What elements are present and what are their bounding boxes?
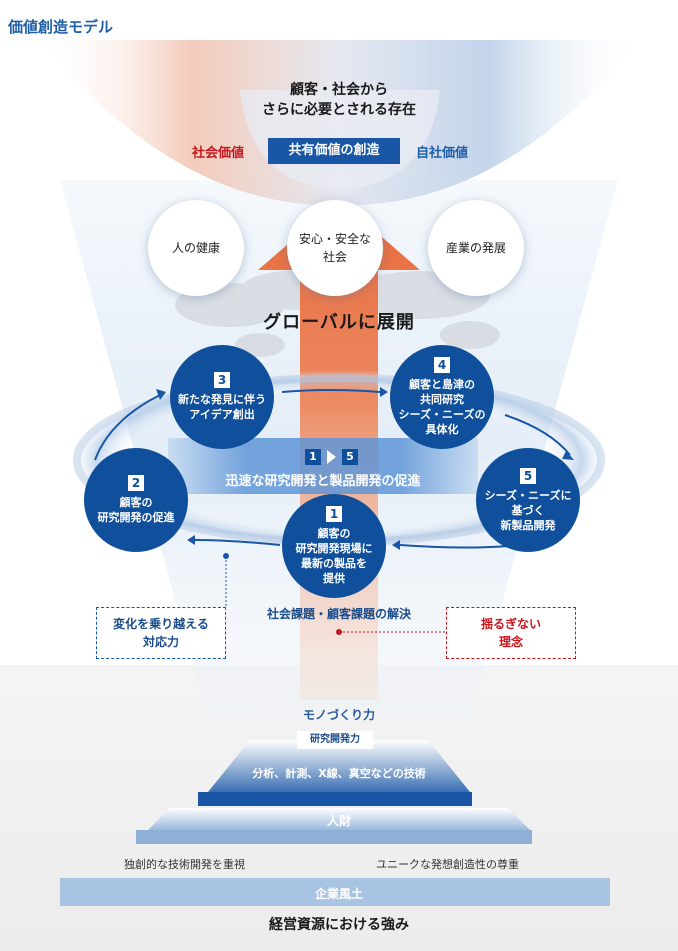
step-text: 共同研究 [420, 393, 464, 406]
step-3-circle: 3 新たな発見に伴う アイデア創出 [170, 345, 274, 449]
step-text: シーズ・ニーズに [484, 488, 572, 502]
step-text: アイデア創出 [189, 408, 255, 421]
research-label: 研究開発力 [297, 731, 373, 749]
solution-heading: 社会課題・顧客課題の解決 [266, 607, 411, 621]
philosophy-box: 揺るぎない理念 [446, 607, 576, 659]
step-5-circle: 5 シーズ・ニーズに 基づく 新製品開発 [476, 448, 580, 552]
manufacturing-label: モノづくり力 [302, 708, 375, 722]
value-circle-safety: 安心・安全な社会 [287, 200, 383, 296]
band-text: 迅速な研究開発と製品開発の促進 [225, 474, 421, 489]
step-4-circle: 4 顧客と島津の 共同研究 シーズ・ニーズの 具体化 [390, 345, 494, 449]
step-text: 顧客と島津の [409, 378, 475, 391]
own-value-label: 自社価値 [416, 146, 469, 161]
technology-label: 分析、計測、X線、真空などの技術 [252, 767, 426, 780]
shared-value-badge: 共有価値の創造 [268, 138, 400, 164]
bottom-heading: 経営資源における強み [269, 917, 409, 933]
step-text: 最新の製品を [301, 557, 367, 570]
step-text: 顧客の [317, 527, 351, 540]
step-number: 2 [128, 475, 144, 491]
culture-left-text: 独創的な技術開発を重視 [124, 858, 245, 871]
value-label: 人の健康 [171, 241, 220, 255]
step-number: 4 [434, 357, 450, 373]
step-number: 3 [214, 372, 230, 388]
box-text: 揺るぎない [480, 617, 541, 631]
culture-right-text: ユニークな発想創造性の尊重 [376, 858, 519, 871]
step-text: 研究開発の促進 [97, 511, 175, 524]
human-resources-label: 人財 [326, 814, 351, 828]
page-title: 価値創造モデル [8, 18, 114, 36]
goal-line-2: さらに必要とされる存在 [262, 102, 416, 118]
global-expansion-heading: グローバルに展開 [263, 312, 415, 333]
corporate-culture-label: 企業風土 [314, 887, 363, 901]
step-text: 新製品開発 [500, 518, 556, 532]
step-text: 新たな発見に伴う [178, 393, 266, 406]
step-text: 顧客の [119, 496, 153, 509]
box-text: 理念 [498, 635, 523, 649]
step-2-circle: 2 顧客の 研究開発の促進 [84, 448, 188, 552]
box-text: 対応力 [142, 635, 179, 649]
value-label: 社会 [322, 250, 347, 264]
goal-line-1: 顧客・社会から [290, 82, 388, 98]
value-label: 産業の発展 [445, 241, 506, 255]
adaptability-box: 変化を乗り越える対応力 [96, 607, 226, 659]
step-text: 基づく [511, 503, 545, 517]
band-from-badge: 1 [305, 449, 321, 465]
step-number: 5 [520, 467, 536, 484]
step-number: 1 [326, 506, 342, 522]
value-circle-industry: 産業の発展 [428, 200, 524, 296]
social-value-label: 社会価値 [192, 146, 245, 161]
value-circle-health: 人の健康 [148, 200, 244, 296]
step-text: 研究開発現場に [295, 542, 373, 555]
step-text: 提供 [323, 572, 345, 585]
step-text: シーズ・ニーズの [398, 408, 486, 421]
step-1-circle: 1 顧客の 研究開発現場に 最新の製品を 提供 [282, 494, 386, 598]
box-text: 変化を乗り越える [113, 617, 209, 631]
band-to-badge: 5 [342, 449, 358, 465]
step-text: 具体化 [425, 423, 459, 436]
band-arrow-icon [327, 450, 336, 464]
value-label: 安心・安全な [298, 232, 371, 246]
